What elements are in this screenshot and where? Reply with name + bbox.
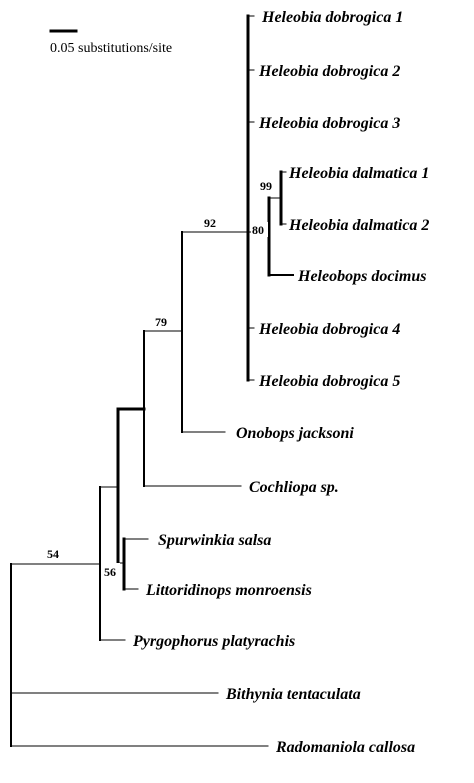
scale-bar-label: 0.05 substitutions/site: [50, 41, 172, 56]
taxon-label: Radomaniola callosa: [275, 739, 415, 756]
taxon-label: Heleobia dobrogica 3: [258, 115, 400, 132]
support-value-56: 56: [104, 565, 116, 579]
taxon-label: Littoridinops monroensis: [145, 582, 312, 599]
taxon-label: Heleobops docimus: [297, 268, 426, 285]
taxon-label: Heleobia dobrogica 1: [261, 9, 403, 26]
taxon-label: Onobops jacksoni: [236, 425, 354, 442]
taxon-label: Spurwinkia salsa: [158, 532, 271, 549]
support-value-99: 99: [260, 179, 272, 193]
taxon-label: Heleobia dalmatica 2: [288, 217, 429, 234]
taxon-label: Heleobia dobrogica 5: [258, 373, 400, 390]
taxon-label: Bithynia tentaculata: [225, 686, 361, 703]
support-value-54: 54: [47, 547, 59, 561]
support-value-80: 80: [252, 223, 264, 237]
taxon-label: Heleobia dalmatica 1: [288, 165, 429, 182]
taxon-label: Cochliopa sp.: [249, 479, 339, 496]
support-value-80-background: [251, 222, 268, 237]
support-value-92: 92: [204, 216, 216, 230]
support-value-79: 79: [155, 315, 167, 329]
taxon-label: Heleobia dobrogica 4: [258, 321, 400, 338]
support-value-56-background: [103, 563, 120, 578]
taxon-label: Heleobia dobrogica 2: [258, 63, 400, 80]
taxon-label: Pyrgophorus platyrachis: [132, 633, 295, 650]
